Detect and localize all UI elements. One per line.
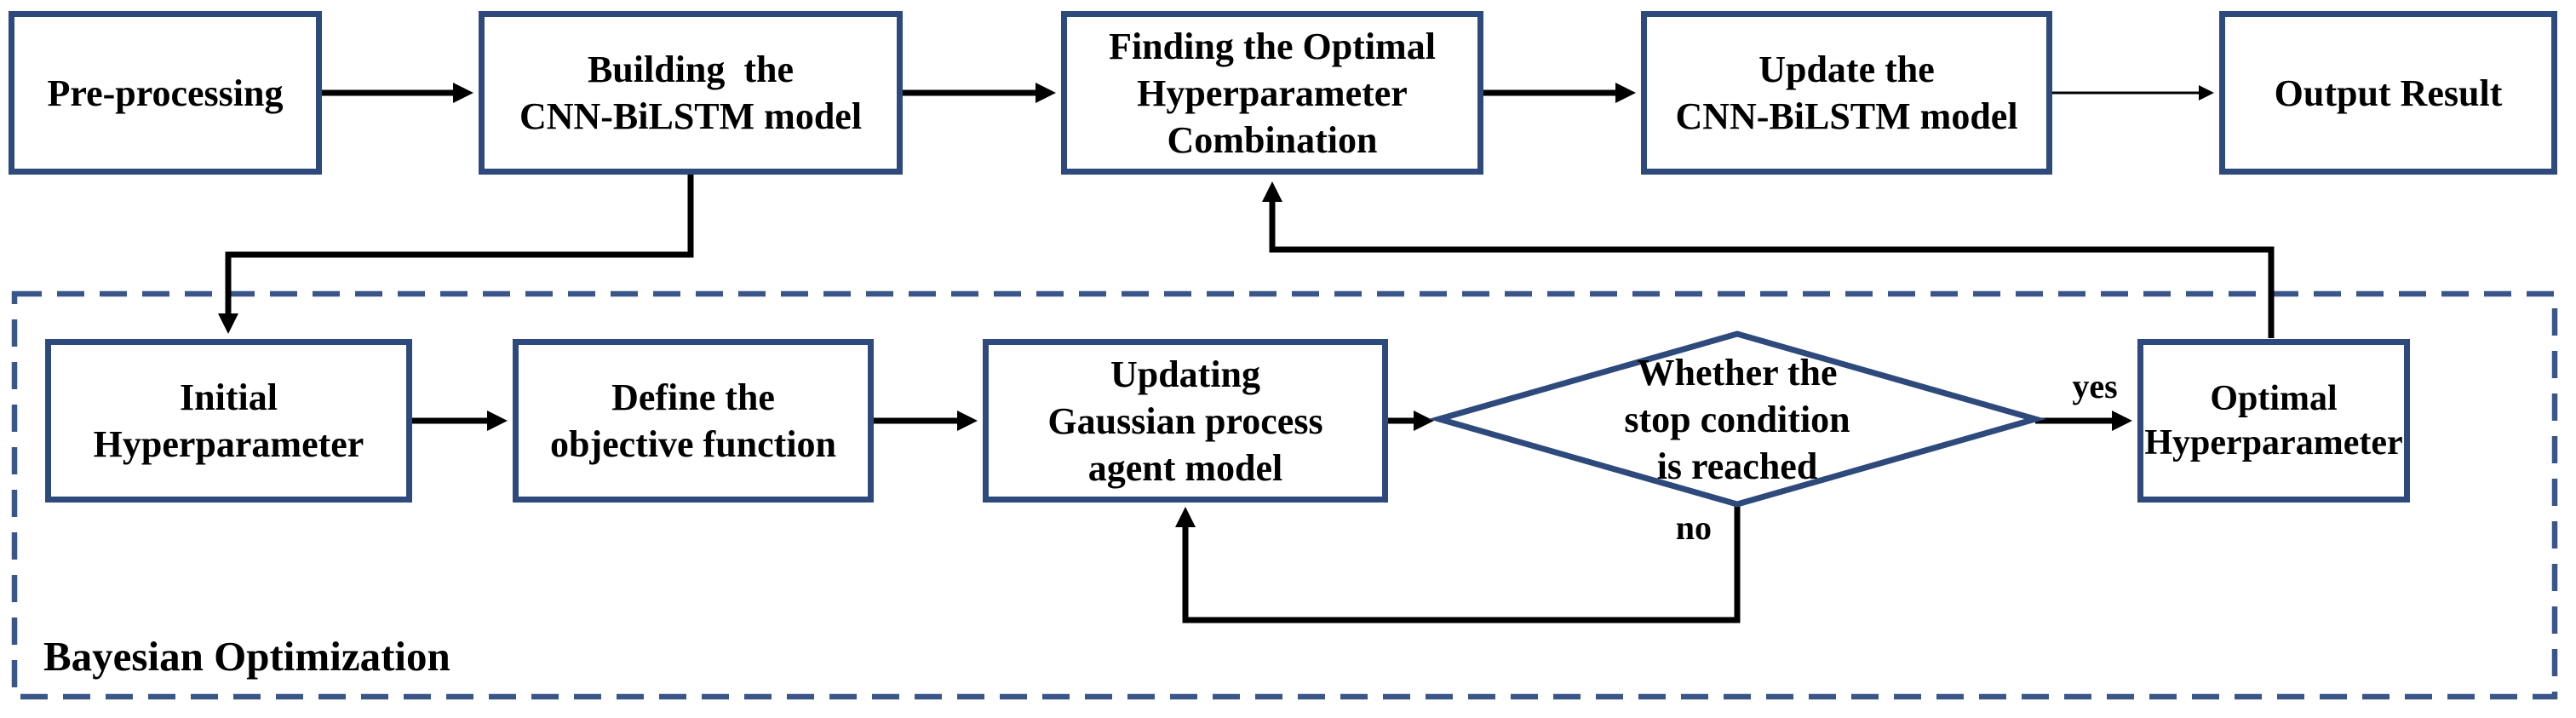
box-label-line: Combination <box>1167 118 1378 161</box>
flow-box-output-result: Output Result <box>2219 11 2557 175</box>
box-label-line: Pre-processing <box>47 72 284 114</box>
flow-box-initial-hyperparameter: Initial Hyperparameter <box>45 339 412 503</box>
decision-diamond-shape <box>1428 330 2046 508</box>
box-label-line: Output Result <box>2274 72 2503 114</box>
box-label-line: Hyperparameter <box>93 423 364 465</box>
box-label-line: Hyperparameter <box>1137 72 1408 114</box>
box-label-line: stop condition <box>1624 398 1850 440</box>
flow-box-finding-optimal-combination: Finding the Optimal Hyperparameter Combi… <box>1061 11 1483 175</box>
elbow-decision-no-to-updating <box>1175 504 1741 623</box>
flow-box-optimal-hyperparameter: Optimal Hyperparameter <box>2137 339 2410 503</box>
bayesian-container-label: Bayesian Optimization <box>43 633 450 680</box>
box-label-line: Initial <box>180 376 278 418</box>
box-label-line: Gaussian process <box>1047 399 1323 442</box>
flow-box-preprocessing: Pre-processing <box>9 11 322 175</box>
box-label-line: Whether the <box>1637 351 1838 393</box>
flow-box-updating-gaussian: Updating Gaussian process agent model <box>983 339 1388 503</box>
box-label-line: agent model <box>1087 446 1283 489</box>
box-label-line: CNN-BiLSTM model <box>519 95 863 137</box>
bayesian-container-border <box>11 290 2558 700</box>
edge-label-yes: yes <box>2072 367 2118 405</box>
box-label-line: Optimal <box>2210 378 2338 418</box>
box-label-line: is reached <box>1656 445 1818 487</box>
flow-box-define-objective: Define the objective function <box>513 339 874 503</box>
box-label-line: CNN-BiLSTM model <box>1675 95 2018 137</box>
box-label-line: Finding the Optimal <box>1109 25 1436 67</box>
box-label-line: Updating <box>1110 353 1261 395</box>
flow-box-update-model: Update the CNN-BiLSTM model <box>1641 11 2052 175</box>
box-label-line: Building the <box>587 49 795 90</box>
flow-box-building-model: Building the CNN-BiLSTM model <box>479 11 903 175</box>
box-label-line: Define the <box>611 376 775 418</box>
edge-label-no: no <box>1675 508 1712 547</box>
decision-diamond-label: Whether the stop condition is reached <box>1503 341 1971 497</box>
box-label-line: objective function <box>549 423 837 465</box>
box-label-line: Update the <box>1758 49 1935 90</box>
elbow-building-to-initial <box>218 175 694 334</box>
box-label-line: Hyperparameter <box>2144 423 2403 462</box>
elbow-optimal-to-finding <box>1262 181 2275 338</box>
